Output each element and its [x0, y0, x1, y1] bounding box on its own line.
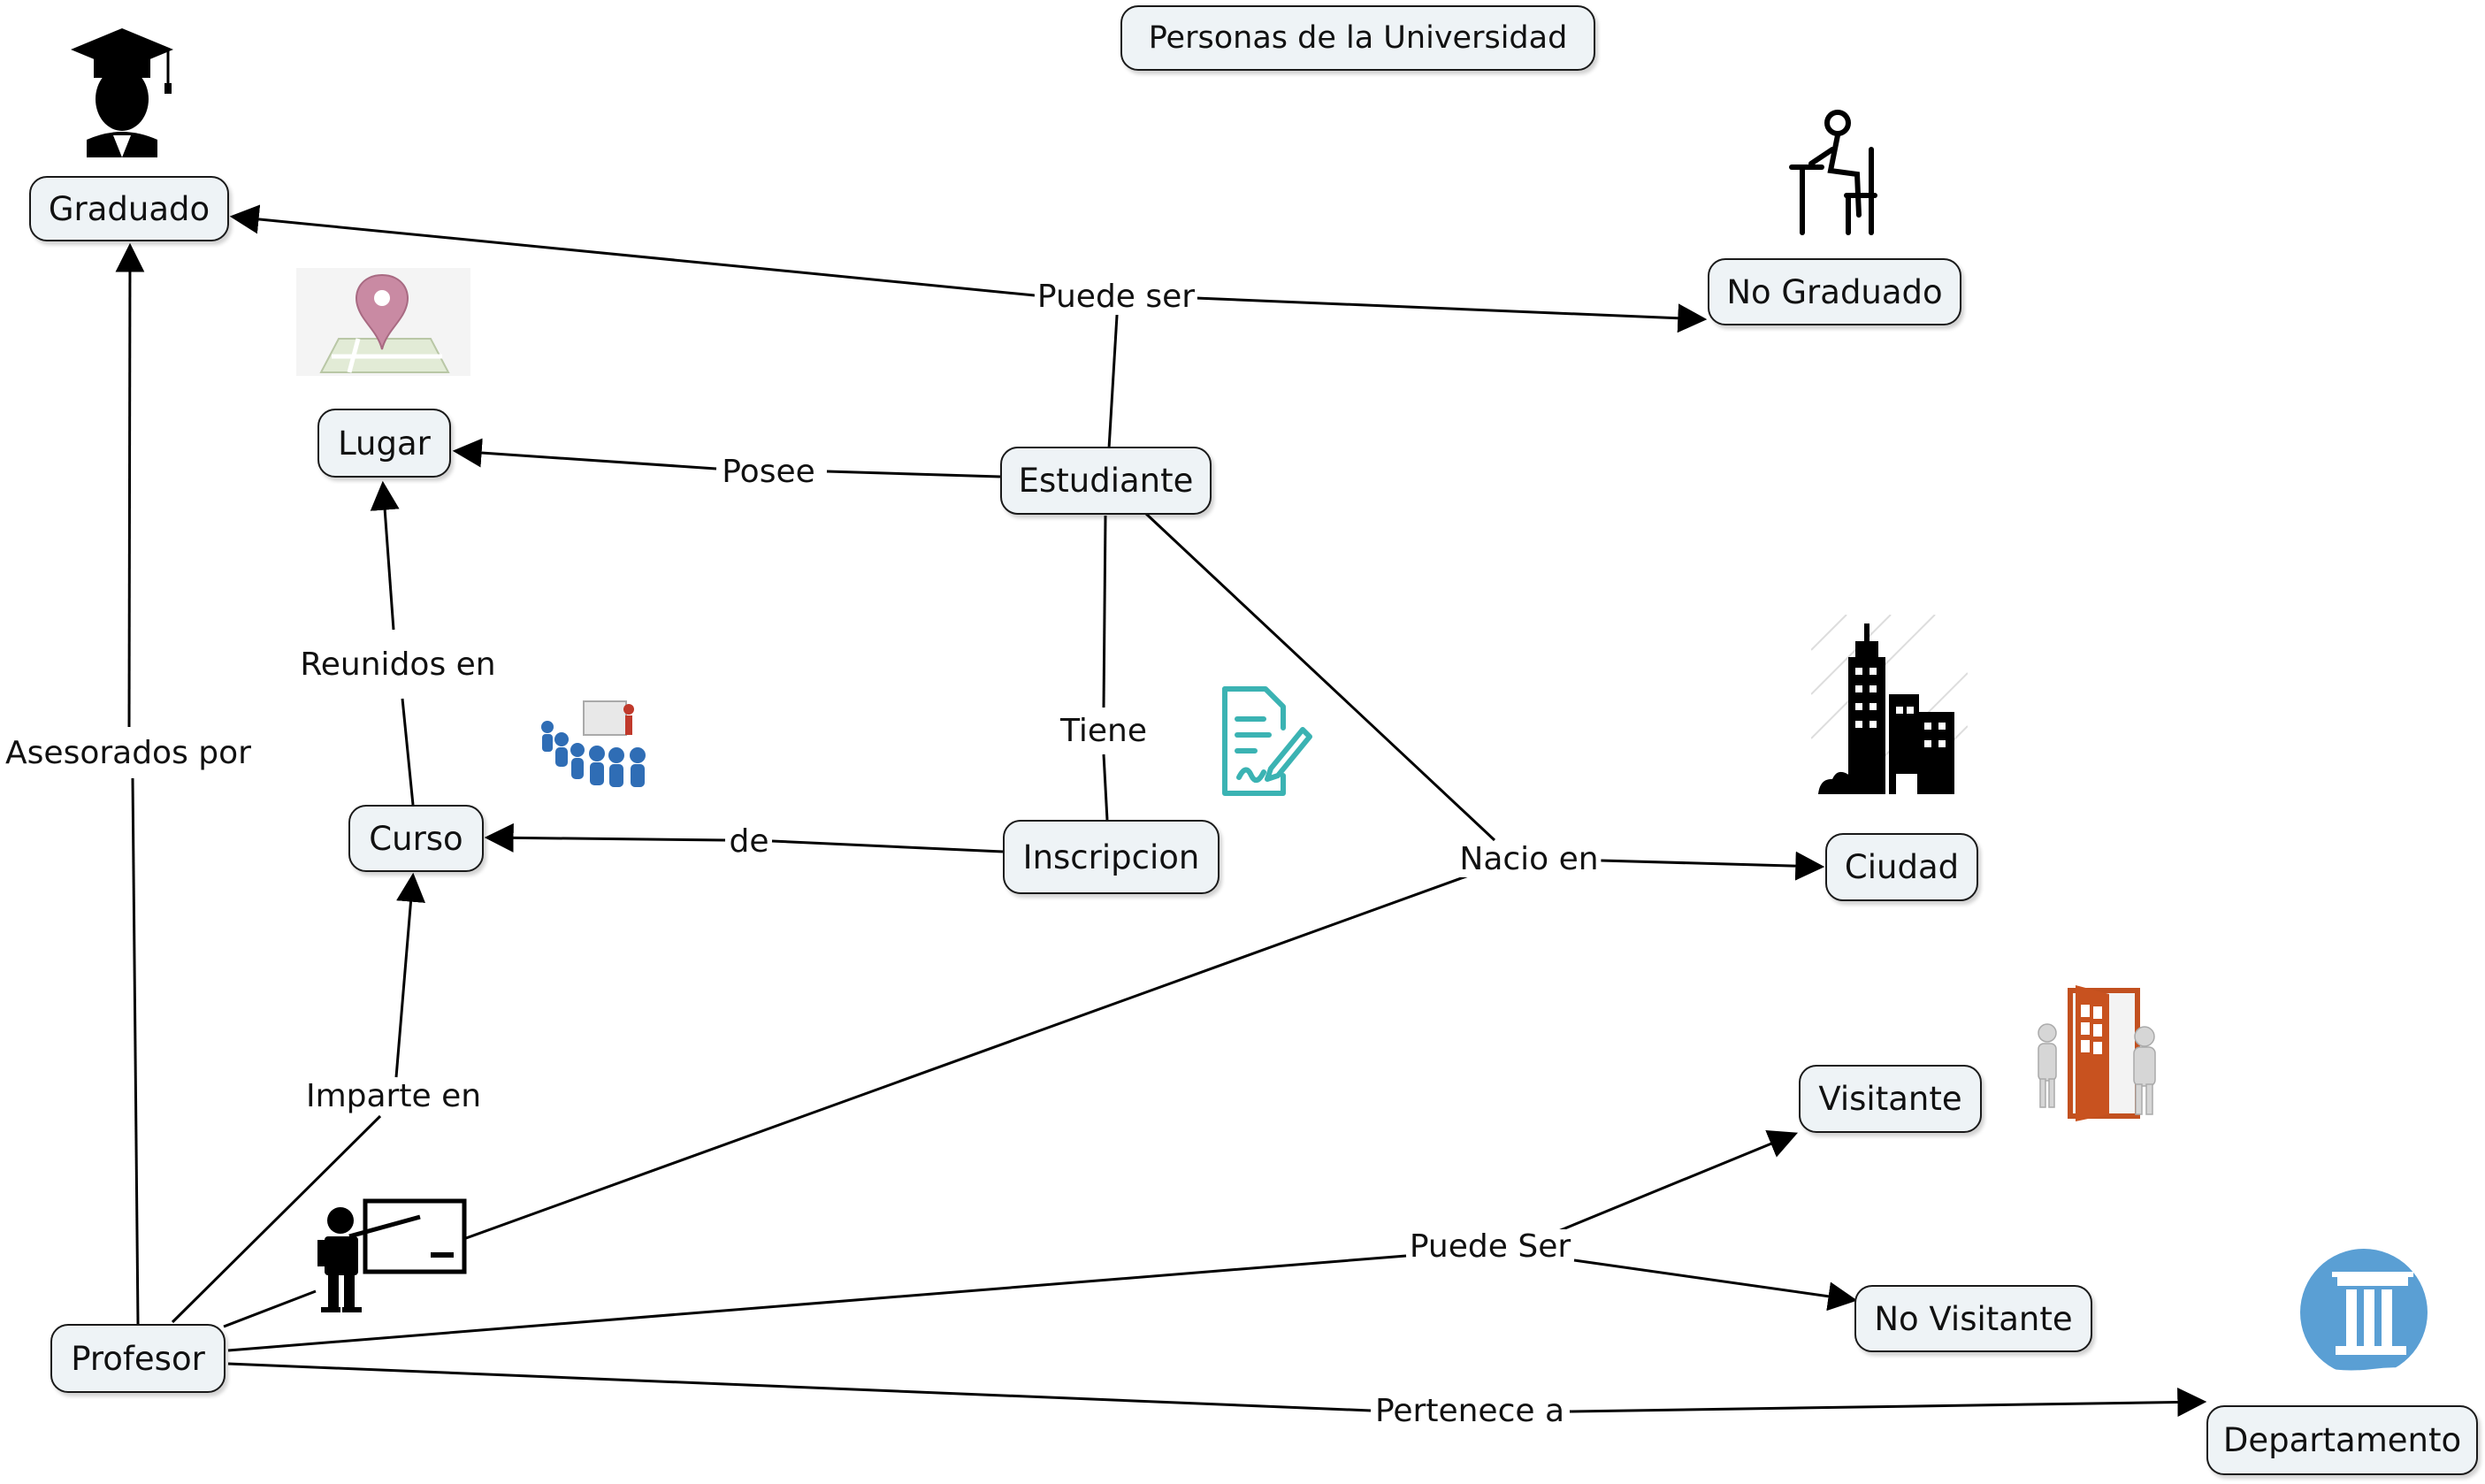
- arrow-to-visitante: [1547, 1130, 1799, 1237]
- link-label-de: de: [726, 824, 772, 860]
- node-visitante[interactable]: Visitante: [1799, 1065, 1982, 1133]
- arrow-to-no-graduado: [1195, 296, 1708, 333]
- column-building-icon: [2293, 1249, 2443, 1376]
- line-profesor-asesorados: [131, 777, 140, 1325]
- node-profesor[interactable]: Profesor: [50, 1324, 226, 1393]
- line-curso-reunidos: [401, 698, 415, 806]
- link-label-puede-ser-profesor: Puede Ser: [1406, 1229, 1574, 1265]
- arrow-curso-to-lugar: [370, 480, 400, 631]
- arrow-to-departamento: [1569, 1387, 2207, 1417]
- map-pin-icon: [296, 268, 470, 376]
- line-profesor-to-teacher: [223, 1289, 317, 1328]
- line-estudiante-tiene: [1102, 515, 1107, 708]
- link-label-posee: Posee: [719, 455, 818, 490]
- link-label-reunidos-en: Reunidos en: [297, 647, 499, 683]
- arrow-to-no-visitante: [1573, 1258, 1858, 1312]
- line-profesor-nacio: [465, 868, 1487, 1240]
- classroom-group-icon: [541, 700, 646, 787]
- signed-document-icon: [1222, 686, 1312, 796]
- node-curso[interactable]: Curso: [348, 805, 484, 872]
- node-lugar[interactable]: Lugar: [317, 409, 451, 478]
- arrow-to-curso: [484, 822, 726, 853]
- link-label-nacio-en: Nacio en: [1457, 842, 1602, 877]
- arrow-to-graduado: [229, 204, 1036, 297]
- line-estudiante-posee: [826, 470, 1001, 478]
- link-label-pertenece-a: Pertenece a: [1372, 1394, 1568, 1429]
- link-label-puede-ser: Puede ser: [1034, 279, 1198, 315]
- node-graduado[interactable]: Graduado: [29, 176, 229, 241]
- teacher-blackboard-icon: [317, 1198, 467, 1312]
- map-title: Personas de la Universidad: [1120, 5, 1595, 71]
- line-profesor-pertenece: [227, 1362, 1372, 1412]
- node-no-visitante[interactable]: No Visitante: [1854, 1285, 2092, 1352]
- arrow-to-lugar: [452, 438, 717, 470]
- arrow-to-ciudad: [1600, 851, 1825, 881]
- graduate-cap-icon: [71, 28, 173, 157]
- link-label-imparte-en: Imparte en: [302, 1079, 485, 1114]
- node-estudiante[interactable]: Estudiante: [1000, 447, 1212, 515]
- node-no-graduado[interactable]: No Graduado: [1708, 258, 1961, 325]
- line-profesor-puede-ser: [227, 1254, 1407, 1352]
- link-label-asesorados-por: Asesorados por: [3, 736, 254, 771]
- line-tiene-inscripcion: [1102, 753, 1109, 821]
- link-label-tiene: Tiene: [1058, 714, 1150, 749]
- node-inscripcion[interactable]: Inscripcion: [1003, 820, 1220, 894]
- line-inscripcion-de: [771, 839, 1004, 853]
- line-profesor-imparte: [171, 1114, 382, 1324]
- node-departamento[interactable]: Departamento: [2206, 1405, 2478, 1475]
- line-estudiante-nacio: [1143, 511, 1496, 842]
- node-ciudad[interactable]: Ciudad: [1825, 833, 1978, 901]
- open-door-visitors-icon: [2038, 985, 2156, 1121]
- city-buildings-icon: [1811, 615, 1968, 794]
- arrow-to-curso-up: [394, 872, 425, 1078]
- student-at-desk-icon: [1789, 110, 1877, 235]
- line-estudiante-puede-ser: [1107, 300, 1120, 449]
- arrow-to-graduado-vertical: [115, 242, 145, 728]
